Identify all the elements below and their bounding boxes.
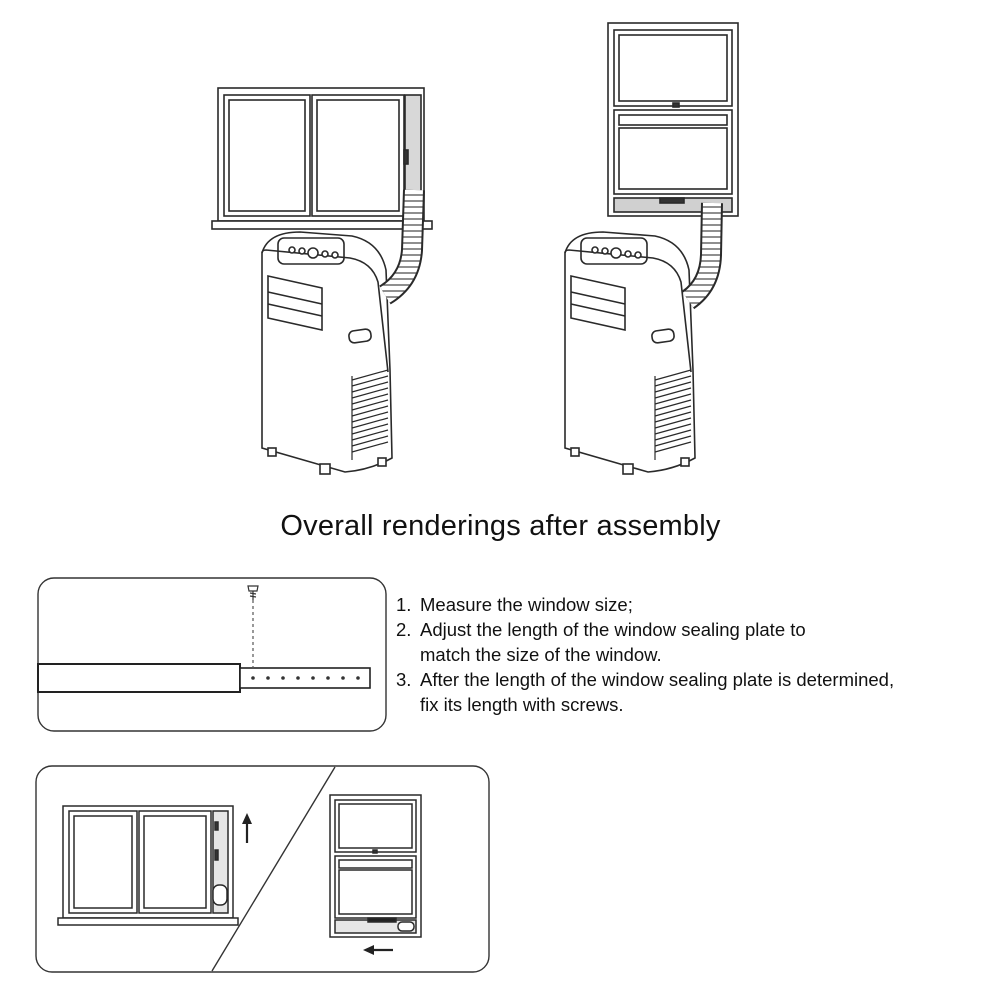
instruction-steps: 1. Measure the window size; 2. Adjust th… [396,592,996,717]
step-2: 2. Adjust the length of the window seali… [396,617,996,667]
step-number: 1. [396,594,412,615]
window-installation-diagram [35,765,490,973]
step-text: Measure the window size; [420,594,633,615]
step-3: 3. After the length of the window sealin… [396,667,996,717]
arrow-up-icon [242,813,252,843]
step-text-continued: fix its length with screws. [420,694,624,715]
plate-holes [251,676,360,680]
screw-icon [247,585,259,600]
sliding-window-install [57,805,239,926]
step-text-continued: match the size of the window. [420,644,662,665]
step-1: 1. Measure the window size; [396,592,996,617]
hung-window-right [607,22,739,217]
air-conditioner-unit-left [261,231,393,475]
step-number: 3. [396,669,412,690]
sealing-plate-diagram [37,577,387,732]
step-text: Adjust the length of the window sealing … [420,619,806,640]
air-conditioner-unit-right [564,231,696,475]
assembled-units-illustration [211,22,739,475]
arrow-left-icon [363,945,393,955]
sliding-window-left [211,87,433,230]
hung-window-install [329,794,422,938]
step-text: After the length of the window sealing p… [420,669,895,690]
step-number: 2. [396,619,412,640]
figure-caption: Overall renderings after assembly [280,510,721,542]
